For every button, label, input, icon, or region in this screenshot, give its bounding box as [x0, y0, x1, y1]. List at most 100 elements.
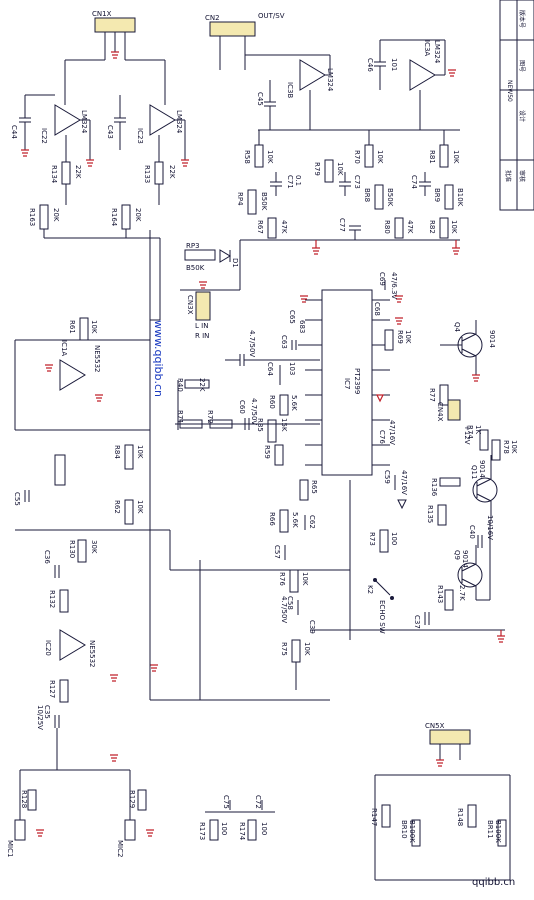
sw-value: ECHO SW — [378, 600, 386, 634]
capacitor-c72: C72 — [254, 795, 263, 810]
resistor-r143: R143 2.7K — [436, 585, 466, 611]
capacitor-c62: C62 — [304, 515, 316, 530]
r134-value: 22K — [74, 165, 82, 179]
r79-label: R79 — [313, 162, 321, 176]
r127-label: R127 — [48, 680, 56, 698]
r163-label: R163 — [28, 208, 36, 226]
opamp-ic20: IC20 NE5532 — [44, 629, 96, 667]
r76-label: R76 — [278, 572, 286, 586]
q9-part: 9014 — [461, 550, 469, 568]
led-icon — [397, 499, 407, 510]
r136-label: R136 — [430, 478, 438, 497]
r173-value: 100 — [220, 822, 228, 835]
title-block-label-4: 审核 — [518, 170, 526, 182]
resistor-r127: R127 — [48, 679, 69, 703]
opamp-ic22: IC22 LM324 — [40, 60, 94, 167]
cn5-label: CN5X — [425, 722, 445, 730]
resistor-br9: BR9 B10K — [433, 184, 464, 210]
title-block-label-3: 设计 — [518, 110, 526, 122]
resistor-br10: BR10 B100K — [400, 819, 421, 847]
c36-label: C36 — [43, 550, 51, 564]
r78-value: 10K — [510, 440, 518, 454]
capacitor-c63: C63 683 — [280, 320, 306, 350]
mic1-label: MIC1 — [6, 840, 14, 857]
r130-value: 30K — [90, 540, 98, 554]
resistor-r79: R79 10K — [313, 159, 344, 183]
connector-cn1x: CN1X — [65, 10, 165, 61]
resistor-r81: R81 10K — [428, 130, 460, 168]
c72-label: C72 — [254, 795, 262, 809]
resistor-r133: R133 22K — [143, 135, 176, 205]
rp3-label: RP3 — [186, 242, 200, 250]
ic7-ref: IC7 — [343, 378, 351, 389]
opamp-ic23: IC23 LM324 — [136, 60, 189, 167]
c37-label: C37 — [413, 615, 421, 629]
br8-value: B50K — [386, 188, 394, 207]
title-block-label-1: 版本号 — [518, 10, 526, 28]
resistor-r62: R62 10K — [113, 499, 144, 525]
capacitor-c75: C75 — [222, 795, 231, 810]
capacitor-c35: C35 10/25V — [36, 705, 60, 730]
resistor-r40: R40 22K — [176, 378, 210, 392]
c75-label: C75 — [222, 795, 230, 809]
r61-value: 10K — [90, 320, 98, 334]
capacitor-c57: C57 — [273, 545, 286, 560]
rp3-value: B50K — [186, 264, 205, 272]
q4-part: 9014 — [488, 330, 496, 348]
resistor-r129: R129 — [128, 789, 147, 811]
transistor-q11: Q11 9014 — [470, 460, 498, 503]
capacitor-c59: C59 47/16V — [383, 470, 408, 495]
resistor-r85: R85 15K — [256, 418, 288, 443]
resistor-r76: R76 10K — [278, 569, 309, 593]
r73-value: 100 — [390, 532, 398, 545]
capacitor-c69: C69 47/6.3V — [378, 272, 398, 299]
cn2-label: CN2 — [205, 14, 220, 22]
capacitor-c45: C45 — [256, 80, 276, 130]
resistor-r82: R82 10K — [428, 217, 458, 239]
c40-value: 10/16V — [486, 515, 494, 540]
r74-value: 1K — [474, 425, 482, 434]
ground-icon — [111, 51, 119, 59]
capacitor-c46: C46 101 — [366, 40, 398, 90]
c35-label: C35 — [43, 705, 51, 719]
c71-label: C71 — [286, 175, 294, 189]
brand-text: qqibb.cn — [472, 877, 515, 888]
resistor-br8: BR8 B50K — [363, 184, 394, 210]
capacitor-c43: C43 — [106, 95, 126, 150]
c58-value: 4.7/50V — [280, 596, 288, 623]
r132-label: R132 — [48, 590, 56, 608]
capacitor-c71: C71 0.1 — [270, 172, 302, 196]
r40-value: 22K — [198, 378, 206, 392]
resistor-r84: R84 10K — [113, 444, 144, 470]
c39-label: C39 — [308, 620, 316, 634]
capacitor-c60: C60 4.7/50V — [238, 398, 258, 430]
r80-label: R80 — [383, 220, 391, 234]
transistor-q4: Q4 9014 — [453, 322, 496, 358]
resistor-r69: R69 10K — [384, 329, 412, 351]
opamp-ic3a: IC3A LM324 — [380, 39, 456, 130]
r74-label: R74 — [466, 425, 474, 439]
r72-label: R72 — [206, 410, 214, 424]
q11-ref: Q11 — [470, 465, 478, 479]
q4-ref: Q4 — [453, 322, 461, 333]
c76-label: C76 — [378, 430, 386, 444]
r148-label: R148 — [456, 808, 464, 826]
resistor-r135: R135 — [426, 504, 447, 526]
r129-label: R129 — [128, 790, 136, 808]
r58-value: 10K — [266, 150, 274, 164]
c44-label: C44 — [10, 125, 18, 139]
r85-label: R85 — [256, 418, 264, 432]
r70-value: 10K — [376, 150, 384, 164]
resistor-r130: R130 30K — [68, 539, 98, 563]
r66-label: R66 — [268, 512, 276, 526]
ic3b-part: LM324 — [326, 68, 334, 92]
c64-label: C64 — [266, 362, 274, 376]
capacitor-c55: C55 — [13, 490, 30, 506]
resistor-r132: R132 — [48, 589, 69, 613]
cn1-label: CN1X — [92, 10, 112, 18]
ic22-ref: IC22 — [40, 128, 48, 144]
capacitor-c74: C74 — [410, 172, 431, 196]
capacitor-c68: C68 — [373, 302, 381, 316]
r65-label: R65 — [310, 480, 318, 494]
br9-value: B10K — [456, 188, 464, 207]
